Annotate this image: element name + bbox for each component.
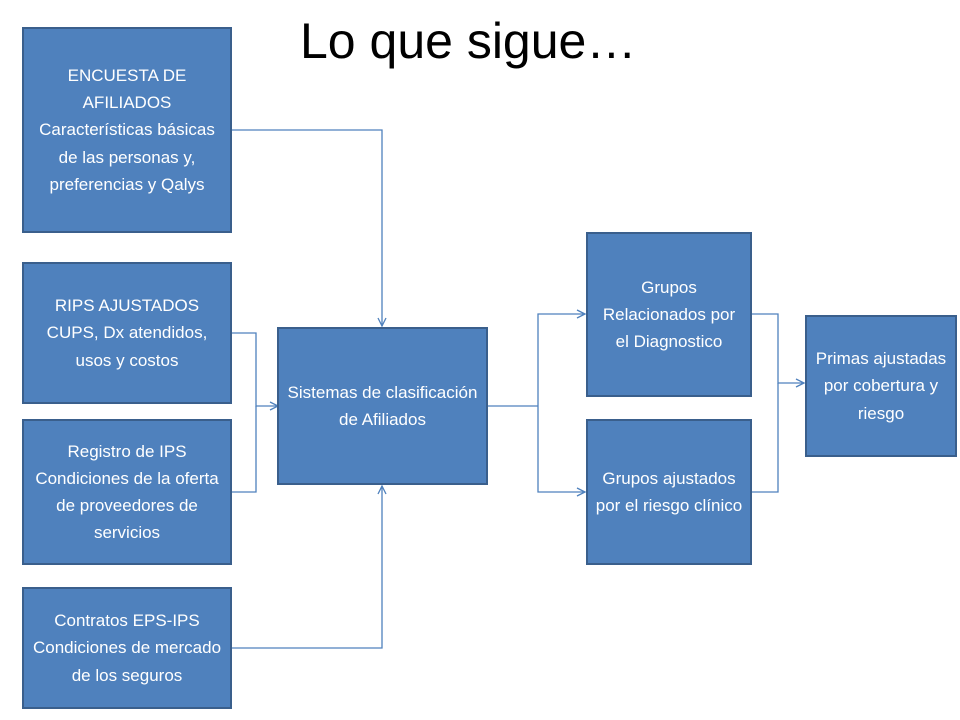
connector-encuesta-to-center <box>232 129 382 326</box>
rips-ajustados-label: RIPS AJUSTADOS CUPS, Dx atendidos, usos … <box>46 296 208 370</box>
grupos-relacionados-label: Grupos Relacionados por el Diagnostico <box>602 277 736 352</box>
connector-rips-to-center <box>232 332 278 406</box>
connector-grd-to-output <box>752 313 804 383</box>
grupos-riesgo-clinico-box: Grupos ajustados por el riesgo clínico <box>586 419 752 565</box>
encuesta-afiliados-label: ENCUESTA DE AFILIADOS Características bá… <box>39 66 215 194</box>
sistemas-clasificacion-box: Sistemas de clasificación de Afiliados <box>277 327 488 485</box>
connector-registro-to-center <box>232 406 257 493</box>
connector-riesgo-to-output <box>752 383 779 493</box>
contratos-eps-ips-label: Contratos EPS-IPS Condiciones de mercado… <box>32 611 222 685</box>
contratos-eps-ips-box: Contratos EPS-IPS Condiciones de mercado… <box>22 587 232 709</box>
page-title: Lo que sigue… <box>300 13 637 69</box>
connector-center-to-riesgo <box>537 406 585 492</box>
rips-ajustados-box: RIPS AJUSTADOS CUPS, Dx atendidos, usos … <box>22 262 232 404</box>
grupos-riesgo-clinico-label: Grupos ajustados por el riesgo clínico <box>595 468 743 515</box>
registro-ips-box: Registro de IPS Condiciones de la oferta… <box>22 419 232 565</box>
connector-center-to-grd <box>537 314 585 406</box>
connector-contratos-to-center <box>232 486 382 649</box>
sistemas-clasificacion-label: Sistemas de clasificación de Afiliados <box>287 382 478 429</box>
registro-ips-label: Registro de IPS Condiciones de la oferta… <box>35 441 219 543</box>
encuesta-afiliados-box: ENCUESTA DE AFILIADOS Características bá… <box>22 27 232 233</box>
primas-ajustadas-box: Primas ajustadas por cobertura y riesgo <box>805 315 957 457</box>
grupos-relacionados-box: Grupos Relacionados por el Diagnostico <box>586 232 752 397</box>
primas-ajustadas-label: Primas ajustadas por cobertura y riesgo <box>815 349 947 423</box>
